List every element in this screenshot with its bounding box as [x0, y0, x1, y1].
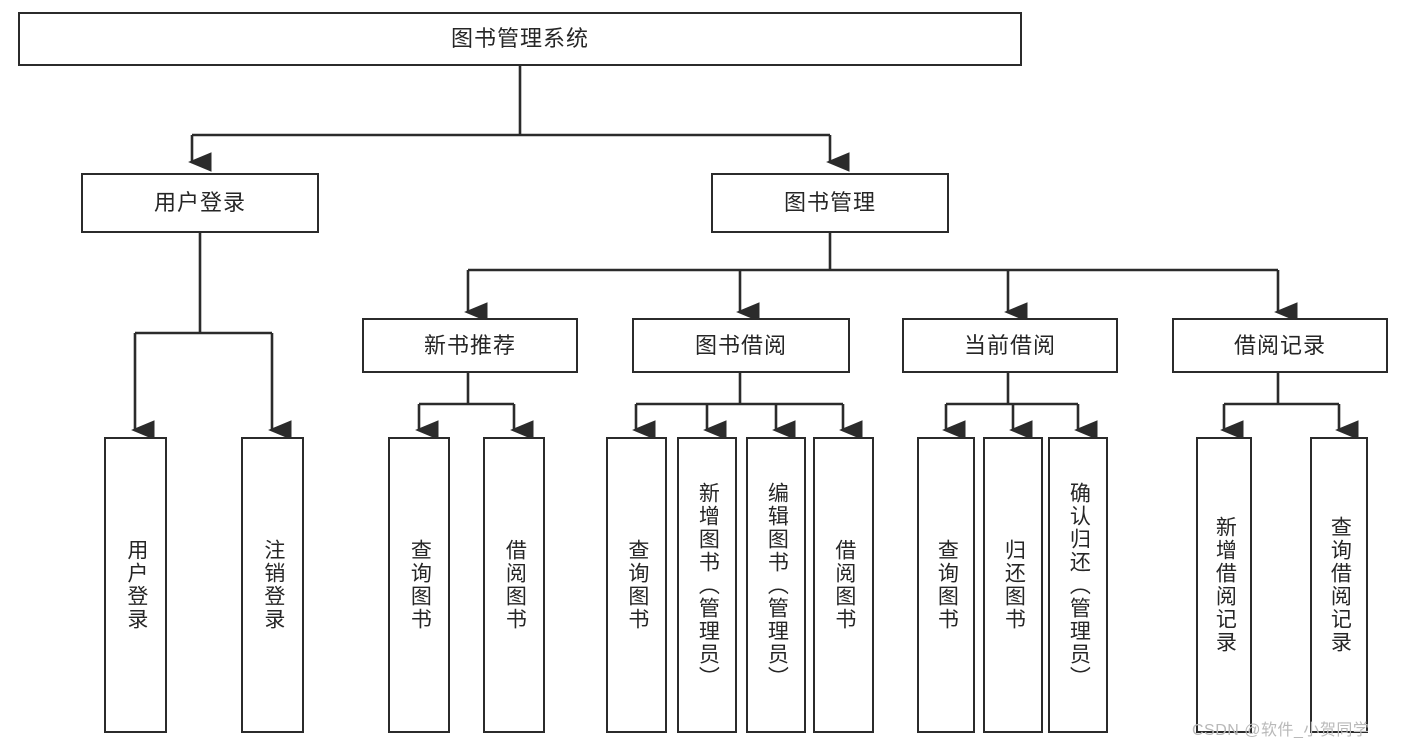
leaf-query-book-2[interactable]: 查询图书: [606, 437, 667, 733]
leaf-query-book-3[interactable]: 查询图书: [917, 437, 975, 733]
leaf-confirm-return[interactable]: 确认归还（管理员）: [1048, 437, 1108, 733]
node-borrowing-record[interactable]: 借阅记录: [1172, 318, 1388, 373]
leaf-edit-book-label: 编辑图书（管理员）: [765, 481, 789, 689]
leaf-logout[interactable]: 注销登录: [241, 437, 304, 733]
node-current-borrowing[interactable]: 当前借阅: [902, 318, 1118, 373]
leaf-borrow-book-1-label: 借阅图书: [503, 539, 527, 631]
leaf-logout-label: 注销登录: [261, 539, 285, 631]
leaf-query-record[interactable]: 查询借阅记录: [1310, 437, 1368, 733]
leaf-borrow-book-2-label: 借阅图书: [832, 539, 856, 631]
node-book-borrowing-label: 图书借阅: [694, 332, 787, 358]
node-new-book-recommendation-label: 新书推荐: [423, 332, 516, 358]
leaf-query-book-1[interactable]: 查询图书: [388, 437, 450, 733]
leaf-query-book-1-label: 查询图书: [408, 539, 432, 631]
leaf-user-login-label: 用户登录: [124, 539, 148, 631]
leaf-return-book[interactable]: 归还图书: [983, 437, 1043, 733]
node-root[interactable]: 图书管理系统: [18, 12, 1022, 66]
leaf-user-login[interactable]: 用户登录: [104, 437, 167, 733]
leaf-add-record[interactable]: 新增借阅记录: [1196, 437, 1252, 733]
leaf-add-record-label: 新增借阅记录: [1213, 516, 1237, 654]
node-user-login-label: 用户登录: [153, 190, 246, 216]
node-borrowing-record-label: 借阅记录: [1233, 332, 1326, 358]
leaf-add-book[interactable]: 新增图书（管理员）: [677, 437, 737, 733]
node-user-login[interactable]: 用户登录: [81, 173, 319, 233]
leaf-query-book-3-label: 查询图书: [935, 539, 959, 631]
node-new-book-recommendation[interactable]: 新书推荐: [362, 318, 578, 373]
leaf-add-book-label: 新增图书（管理员）: [696, 481, 720, 689]
leaf-query-record-label: 查询借阅记录: [1328, 516, 1352, 654]
node-root-label: 图书管理系统: [450, 26, 589, 52]
leaf-borrow-book-2[interactable]: 借阅图书: [813, 437, 874, 733]
node-book-borrowing[interactable]: 图书借阅: [632, 318, 850, 373]
watermark: CSDN @软件_小贺同学: [1192, 722, 1370, 739]
leaf-edit-book[interactable]: 编辑图书（管理员）: [746, 437, 806, 733]
leaf-query-book-2-label: 查询图书: [625, 539, 649, 631]
node-book-management-label: 图书管理: [783, 190, 876, 216]
leaf-return-book-label: 归还图书: [1002, 539, 1026, 631]
node-current-borrowing-label: 当前借阅: [963, 332, 1056, 358]
node-book-management[interactable]: 图书管理: [711, 173, 949, 233]
leaf-confirm-return-label: 确认归还（管理员）: [1067, 481, 1091, 689]
leaf-borrow-book-1[interactable]: 借阅图书: [483, 437, 545, 733]
